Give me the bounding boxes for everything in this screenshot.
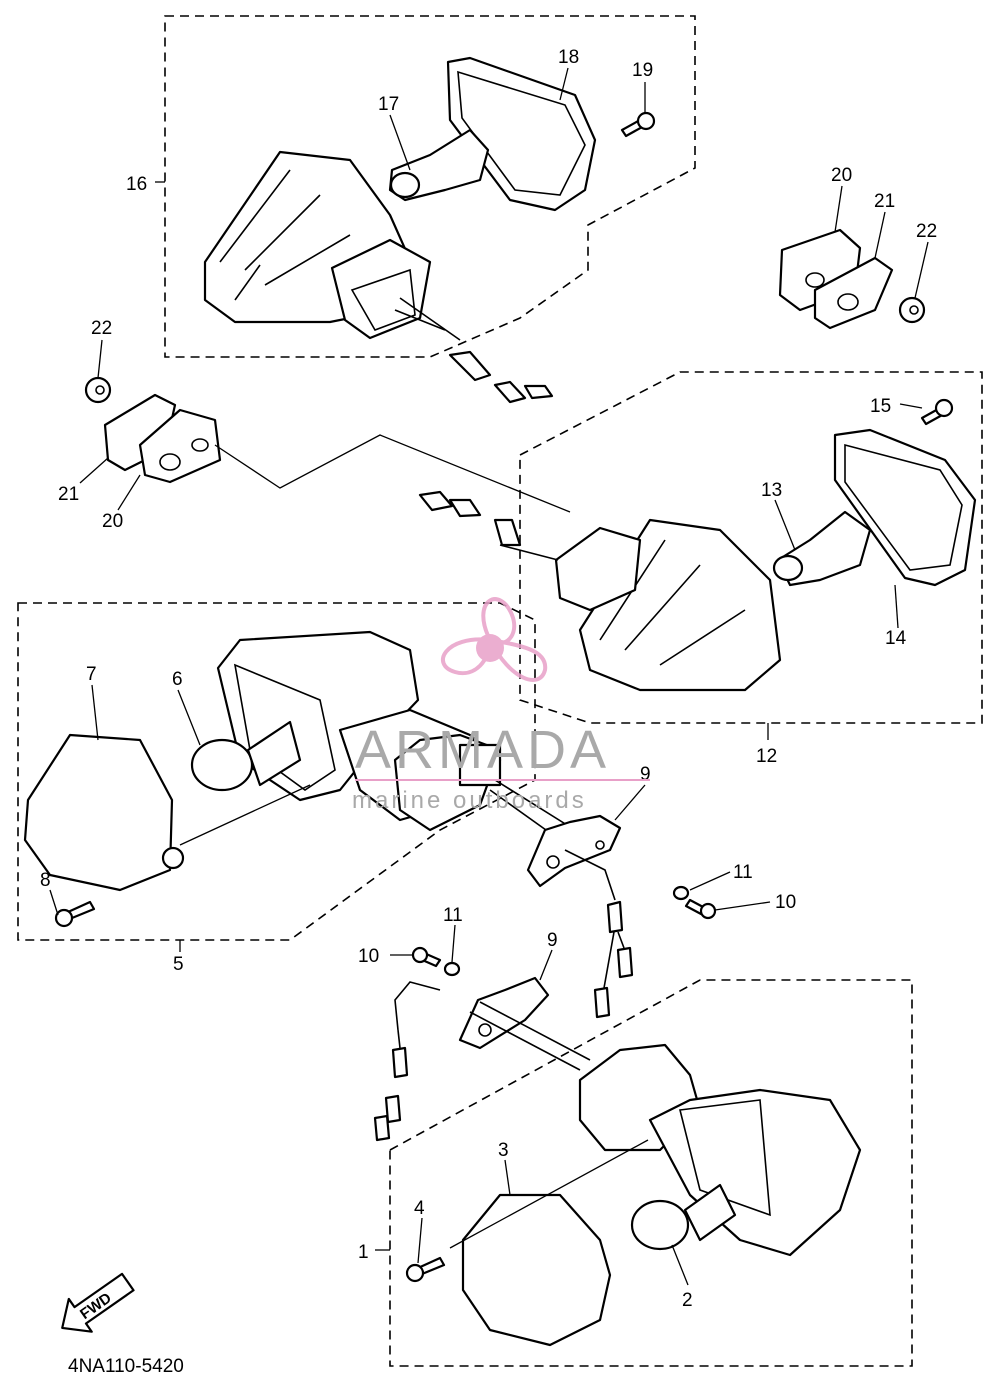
nut-22-top: [898, 296, 926, 324]
screw-10-lower: [411, 946, 442, 968]
nut-22-left: [84, 376, 112, 404]
callout-20-top: 20: [831, 165, 852, 186]
assembly-box-16: [164, 15, 696, 358]
callout-22-left: 22: [91, 318, 112, 339]
assembly-box-12: [519, 371, 983, 724]
callout-4: 4: [414, 1198, 425, 1219]
callout-6: 6: [172, 669, 183, 690]
bracket-9-lower: [458, 976, 591, 1071]
wire-harness-lower: [373, 981, 441, 1142]
washer-11-lower: [443, 961, 461, 977]
diagram-part-number: 4NA110-5420: [68, 1356, 184, 1377]
callout-2: 2: [682, 1290, 693, 1311]
screw-8: [54, 900, 96, 928]
callout-21-left: 21: [58, 484, 79, 505]
bracket-9-upper: [526, 814, 634, 1019]
callout-10-upper: 10: [775, 892, 796, 913]
bulb-2: [630, 1183, 737, 1251]
callout-12: 12: [756, 746, 777, 767]
screw-10-upper: [684, 898, 717, 920]
callout-22-top: 22: [916, 221, 937, 242]
callout-21-top: 21: [874, 191, 895, 212]
bulb-17: [388, 128, 490, 202]
callout-14: 14: [885, 628, 907, 649]
leader-lines: [49, 67, 929, 1286]
lens-14: [833, 428, 977, 587]
watermark-logo-icon: [441, 597, 548, 682]
callout-11-upper: 11: [733, 862, 753, 883]
callout-7: 7: [86, 664, 97, 685]
callout-15: 15: [870, 396, 891, 417]
watermark-brand: ARMADA: [355, 720, 610, 780]
assembly-box-1: [389, 979, 913, 1367]
callout-16: 16: [126, 174, 147, 195]
callout-9-lower: 9: [547, 930, 558, 951]
callout-9-upper: 9: [640, 764, 651, 785]
watermark-tagline: marine outboards: [352, 787, 587, 814]
screw-19: [620, 111, 656, 138]
bulb-13: [772, 510, 872, 587]
callout-5: 5: [173, 954, 184, 975]
bulb-6: [190, 720, 302, 792]
callout-20-left: 20: [102, 511, 123, 532]
fwd-arrow-icon: FWD: [61, 1272, 135, 1333]
lens-7: [23, 733, 185, 892]
damper-20-left: [138, 408, 222, 484]
callout-10-lower: 10: [358, 946, 379, 967]
washer-11-upper: [672, 885, 690, 901]
callout-11-lower: 11: [443, 905, 463, 926]
callout-18: 18: [558, 47, 579, 68]
callout-13: 13: [761, 480, 782, 501]
turn-signal-assembly-12: [418, 490, 782, 692]
callout-8: 8: [40, 870, 51, 891]
callout-17: 17: [378, 94, 399, 115]
turn-signal-assembly-16: [203, 150, 554, 404]
callout-3: 3: [498, 1140, 509, 1161]
screw-15: [920, 398, 954, 426]
callout-19: 19: [632, 60, 653, 81]
callout-1: 1: [358, 1242, 369, 1263]
screw-4: [405, 1256, 446, 1283]
lens-3: [461, 1193, 612, 1347]
